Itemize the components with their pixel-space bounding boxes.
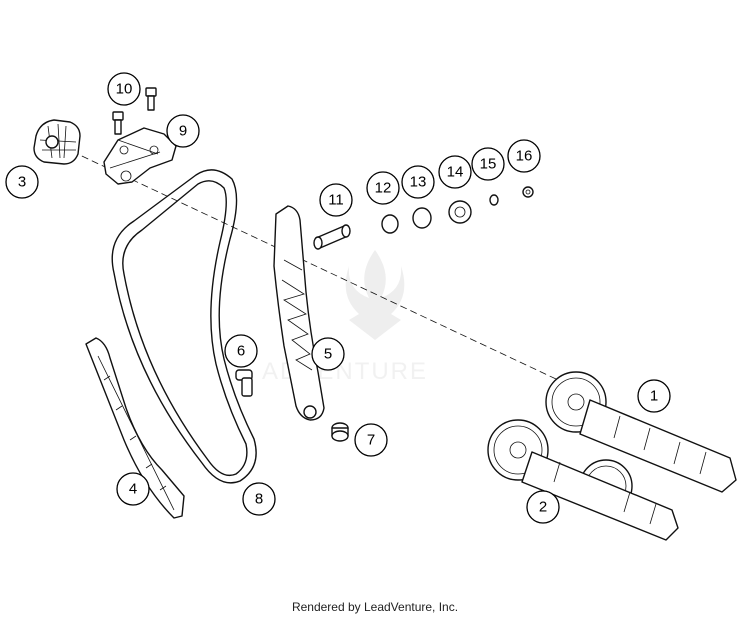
part-1-camshaft <box>545 371 737 493</box>
callout-12: 12 <box>366 171 400 205</box>
callout-16-label: 16 <box>516 148 533 165</box>
assembly-axis-line <box>51 141 591 396</box>
callout-10-label: 10 <box>116 81 133 98</box>
callout-6: 6 <box>224 334 258 368</box>
part-12-o-ring <box>381 214 399 234</box>
callout-14-label: 14 <box>447 164 464 181</box>
callout-3: 3 <box>5 165 39 199</box>
callout-16: 16 <box>507 139 541 173</box>
callout-9: 9 <box>166 114 200 148</box>
part-8-timing-chain <box>111 169 257 484</box>
footer-credit: Rendered by LeadVenture, Inc. <box>291 600 459 614</box>
part-6-pin <box>235 369 253 397</box>
part-7-bushing <box>331 422 349 442</box>
callout-9-label: 9 <box>179 123 187 140</box>
part-2-camshaft <box>487 419 679 541</box>
part-13-o-ring <box>412 207 432 229</box>
callout-2: 2 <box>526 490 560 524</box>
part-9-bracket <box>103 127 177 185</box>
callout-11-label: 11 <box>328 192 344 209</box>
callout-2-label: 2 <box>539 499 547 516</box>
callout-4: 4 <box>116 472 150 506</box>
callout-3-label: 3 <box>18 174 26 191</box>
part-5-tensioner-rail <box>273 205 325 421</box>
callout-8: 8 <box>242 482 276 516</box>
part-4-guide-rail <box>85 337 185 519</box>
part-16-screw <box>522 186 534 198</box>
callout-7: 7 <box>354 423 388 457</box>
part-3-chain-tensioner <box>33 119 81 165</box>
part-15-seal-ring <box>489 194 499 206</box>
callout-10: 10 <box>107 72 141 106</box>
part-10-bolts <box>112 87 157 135</box>
callout-8-label: 8 <box>255 491 263 508</box>
callout-6-label: 6 <box>237 343 245 360</box>
callout-4-label: 4 <box>129 481 137 498</box>
callout-5: 5 <box>311 337 345 371</box>
callout-1-label: 1 <box>650 388 658 405</box>
callout-13-label: 13 <box>410 174 427 191</box>
part-14-plug-screw <box>448 200 472 224</box>
callout-14: 14 <box>438 155 472 189</box>
callout-11: 11 <box>319 183 353 217</box>
callout-7-label: 7 <box>367 432 375 449</box>
callout-13: 13 <box>401 165 435 199</box>
part-11-plunger <box>313 224 351 250</box>
callout-5-label: 5 <box>324 346 332 363</box>
callout-15: 15 <box>471 147 505 181</box>
callout-12-label: 12 <box>375 180 392 197</box>
callout-1: 1 <box>637 379 671 413</box>
callout-15-label: 15 <box>480 156 497 173</box>
